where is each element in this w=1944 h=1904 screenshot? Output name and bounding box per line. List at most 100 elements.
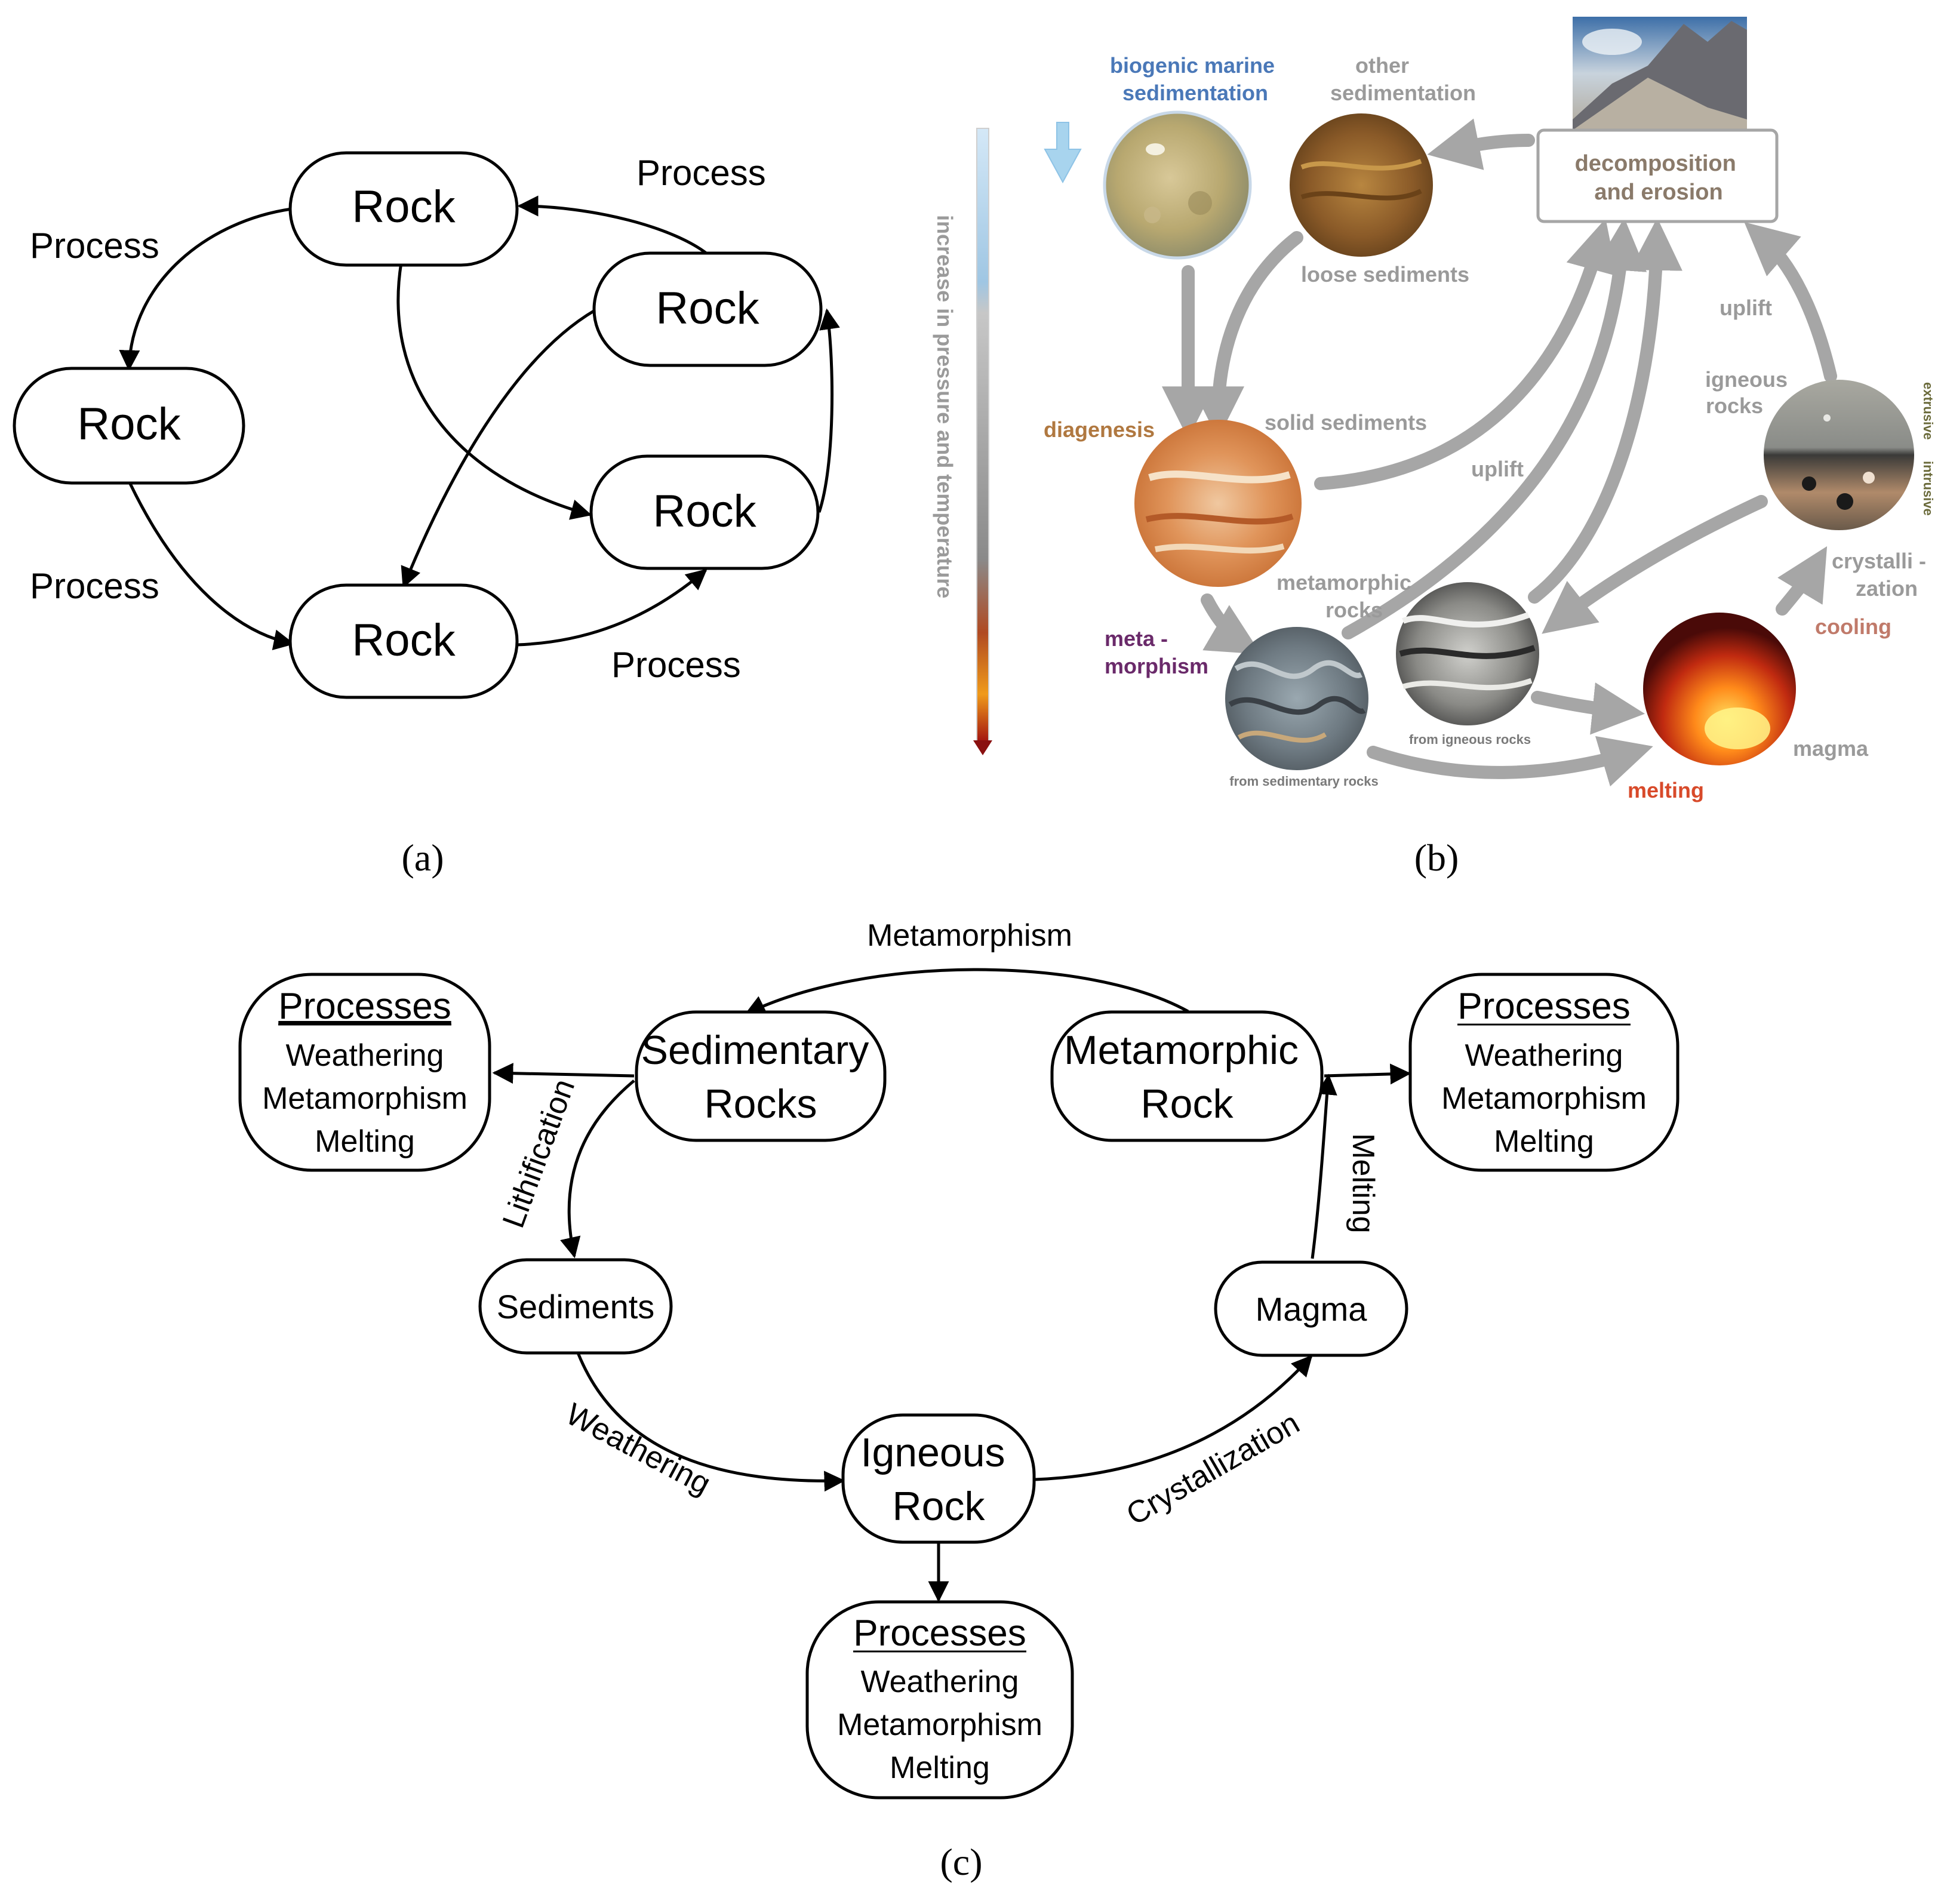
caption-a: (a)	[401, 836, 444, 879]
sediments-node: Sediments	[478, 1258, 673, 1355]
processes-box-bottom: Processes Weathering Metamorphism Meltin…	[805, 1600, 1074, 1800]
panel-c-edges	[492, 968, 1411, 1602]
rock-node-mid-right: Rock	[589, 454, 820, 570]
extrusive-label: extrusive	[1921, 382, 1936, 440]
metamorphism-label: meta - morphism	[1105, 626, 1208, 678]
diagenesis-label: diagenesis	[1044, 417, 1155, 442]
solid-sediments-label: solid sediments	[1265, 410, 1427, 435]
svg-text:Metamorphic Rock: Metamorphic Rock	[1064, 1028, 1310, 1127]
metamorphic-rocks-label: metamorphic rocks	[1276, 570, 1417, 622]
igneous-rocks-photo	[1764, 380, 1914, 530]
edge-a-topright-to-bottom	[401, 309, 596, 589]
svg-text:Metamorphism: Metamorphism	[837, 1708, 1042, 1742]
svg-text:Melting: Melting	[315, 1124, 415, 1159]
arrow-meta-to-magma	[1531, 682, 1645, 735]
svg-text:Rock: Rock	[653, 486, 756, 537]
svg-text:Rock: Rock	[352, 182, 456, 232]
arrow-igneous-uplift	[1744, 222, 1837, 383]
biogenic-label: biogenic marine sedimentation	[1110, 53, 1281, 105]
from-igneous-rocks-label: from igneous rocks	[1409, 732, 1531, 747]
metamorphic-from-igneous-photo	[1396, 582, 1539, 725]
edge-lithification	[560, 1079, 635, 1259]
svg-text:Melting: Melting	[890, 1751, 990, 1785]
svg-text:Metamorphism: Metamorphism	[1441, 1081, 1647, 1116]
magma-node: Magma	[1214, 1260, 1408, 1357]
panel-a: Rock Rock Rock Rock Rock Process Process…	[13, 151, 840, 879]
rock-node-top-right: Rock	[592, 251, 823, 367]
gradient-label: increase in pressure and temperature	[933, 215, 957, 598]
edge-a-top-to-left	[119, 207, 292, 371]
from-sedimentary-rocks-label: from sedimentary rocks	[1229, 774, 1378, 789]
svg-text:Melting: Melting	[1494, 1124, 1594, 1159]
sedimentary-rocks-node: Sedimentary Rocks	[635, 1010, 887, 1142]
other-sedimentation-photo	[1290, 113, 1433, 257]
edge-label-metamorphism: Metamorphism	[867, 918, 1072, 953]
arrow-igneous-to-meta	[1542, 495, 1768, 634]
svg-text:Magma: Magma	[1256, 1290, 1368, 1328]
svg-text:Rock: Rock	[352, 615, 456, 666]
svg-text:Sedimentary Rocks: Sedimentary Rocks	[641, 1028, 881, 1127]
arrow-meta-uplift-2	[1528, 217, 1682, 604]
edge-a-top-to-midright	[396, 262, 592, 520]
arrow-diagenesis-to-meta	[1201, 593, 1262, 654]
svg-text:Metamorphism: Metamorphism	[262, 1081, 467, 1116]
edge-label-weathering: Weathering	[560, 1397, 716, 1502]
melting-label: melting	[1628, 778, 1704, 802]
edge-a-midright-to-topright	[817, 308, 840, 513]
down-arrow-icon	[1044, 122, 1082, 184]
arrow-erosion-to-other	[1427, 118, 1535, 170]
processes-title: Processes	[1457, 986, 1630, 1027]
rock-node-top: Rock	[288, 151, 519, 267]
edge-a-topright-to-top	[517, 195, 710, 257]
edge-weathering	[576, 1352, 845, 1492]
processes-box-left: Processes Weathering Metamorphism Meltin…	[238, 973, 491, 1172]
edge-sed-to-processes-left	[492, 1063, 635, 1084]
caption-c: (c)	[940, 1841, 982, 1883]
magma-photo	[1643, 613, 1796, 765]
gradient-arrow-tip	[973, 740, 992, 755]
magma-label: magma	[1793, 736, 1869, 761]
igneous-rock-node: Igneous Rock	[841, 1413, 1036, 1544]
metamorphic-from-sedimentary-photo	[1225, 627, 1368, 770]
uplift-label-center: uplift	[1471, 457, 1524, 481]
pressure-temperature-gradient-bar	[976, 128, 989, 744]
processes-title: Processes	[278, 986, 451, 1027]
panel-b-arrows	[1162, 118, 1837, 787]
mountain-photo	[1573, 17, 1747, 130]
rock-node-left: Rock	[13, 367, 245, 485]
edge-melting	[1311, 1074, 1337, 1259]
loose-sediments-label: loose sediments	[1301, 262, 1469, 287]
arrow-loose-to-diagenesis	[1192, 231, 1303, 439]
edge-a-bottom-to-midright	[516, 568, 708, 647]
biogenic-rock-photo	[1103, 110, 1252, 260]
cooling-label: cooling	[1815, 614, 1891, 639]
panel-b: increase in pressure and temperature	[933, 17, 1936, 879]
uplift-label-right: uplift	[1720, 296, 1772, 320]
edge-metamorphism	[744, 968, 1189, 1016]
caption-b: (b)	[1414, 836, 1459, 879]
metamorphic-rock-node: Metamorphic Rock	[1050, 1010, 1324, 1142]
edge-a-left-to-bottom	[128, 482, 295, 650]
process-label-left-top: Process	[30, 226, 159, 266]
edge-label-melting: Melting	[1346, 1133, 1380, 1234]
arrow-magma-to-igneous	[1776, 546, 1828, 616]
processes-title: Processes	[853, 1613, 1026, 1654]
svg-text:Weathering: Weathering	[1465, 1038, 1623, 1073]
edge-meta-to-processes-right	[1324, 1063, 1411, 1085]
arrow-metased-to-magma	[1367, 736, 1653, 787]
decomposition-box	[1536, 128, 1779, 223]
svg-text:Rock: Rock	[656, 283, 759, 334]
processes-box-right: Processes Weathering Metamorphism Meltin…	[1408, 973, 1680, 1172]
arrow-meta-uplift-1	[1342, 217, 1647, 639]
edge-crystallization	[1035, 1355, 1313, 1481]
svg-text:Weathering: Weathering	[286, 1038, 444, 1073]
edge-label-crystallization: Crystallization	[1121, 1405, 1305, 1532]
panel-c: Sedimentary Rocks Metamorphic Rock Igneo…	[238, 918, 1680, 1883]
intrusive-label: intrusive	[1921, 461, 1936, 516]
other-sedimentation-label: other sedimentation	[1330, 53, 1476, 105]
process-label-top-right: Process	[636, 153, 766, 193]
svg-text:Igneous Rock: Igneous Rock	[861, 1430, 1017, 1529]
diagenesis-rock-photo	[1134, 420, 1302, 587]
svg-text:Weathering: Weathering	[861, 1665, 1019, 1699]
